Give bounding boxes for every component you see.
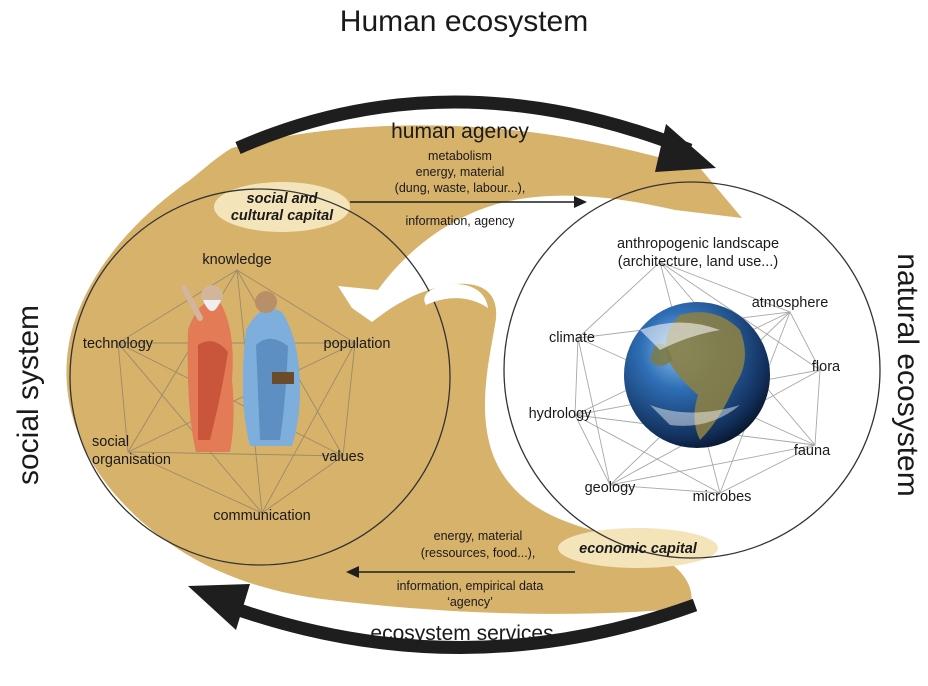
diagram-title: Human ecosystem (340, 5, 588, 38)
feedback-arrow-right (424, 284, 488, 308)
earth-globe (624, 302, 770, 448)
node-flora: flora (812, 359, 841, 375)
node-knowledge: knowledge (202, 252, 271, 268)
ecosystem-services-line-2: (ressources, food...), (421, 546, 536, 560)
ecosystem-services-line-3: information, empirical data (397, 579, 544, 593)
philosophers-painting (181, 285, 300, 452)
bottom-arrowhead (188, 584, 250, 630)
social-capital-line-2: cultural capital (231, 208, 334, 224)
economic-capital-label: economic capital (579, 541, 698, 557)
node-landscape-line-1: anthropogenic landscape (617, 236, 779, 252)
social-capital-highlight (214, 182, 350, 232)
human-agency-arrowhead (574, 196, 587, 208)
ecosystem-services-title: ecosystem services (370, 622, 553, 645)
natural-ecosystem-circle (503, 181, 881, 559)
social-system-circle (69, 188, 451, 566)
human-agency-line-4: information, agency (405, 214, 515, 228)
ecosystem-services-line-4: ‘agency’ (447, 595, 493, 609)
bottom-cycle-arrow (222, 598, 698, 654)
node-social: social (92, 434, 129, 450)
node-climate: climate (549, 330, 595, 346)
ecosystem-services-line-1: energy, material (434, 529, 523, 543)
top-cycle-arrow (235, 95, 693, 157)
social-system-flow-shape (66, 125, 742, 614)
node-organisation: organisation (92, 452, 171, 468)
human-agency-title: human agency (391, 120, 529, 143)
node-geology: geology (585, 480, 637, 496)
human-agency-line-2: energy, material (416, 165, 505, 179)
node-communication: communication (213, 508, 311, 524)
social-capital-line-1: social and (247, 191, 319, 207)
ecosystem-services-arrowhead (346, 566, 359, 578)
node-hydrology: hydrology (529, 406, 593, 422)
node-microbes: microbes (693, 489, 752, 505)
node-values: values (322, 449, 364, 465)
node-technology: technology (83, 336, 154, 352)
node-atmosphere: atmosphere (752, 295, 829, 311)
human-agency-line-1: metabolism (428, 149, 492, 163)
human-agency-line-3: (dung, waste, labour...), (395, 181, 526, 195)
social-system-label: social system (12, 305, 45, 485)
feedback-arrow-top (338, 286, 378, 322)
node-population: population (324, 336, 391, 352)
node-landscape-line-2: (architecture, land use...) (618, 254, 778, 270)
natural-ecosystem-label: natural ecosystem (891, 253, 924, 496)
top-arrowhead (655, 124, 716, 172)
node-fauna: fauna (794, 443, 831, 459)
